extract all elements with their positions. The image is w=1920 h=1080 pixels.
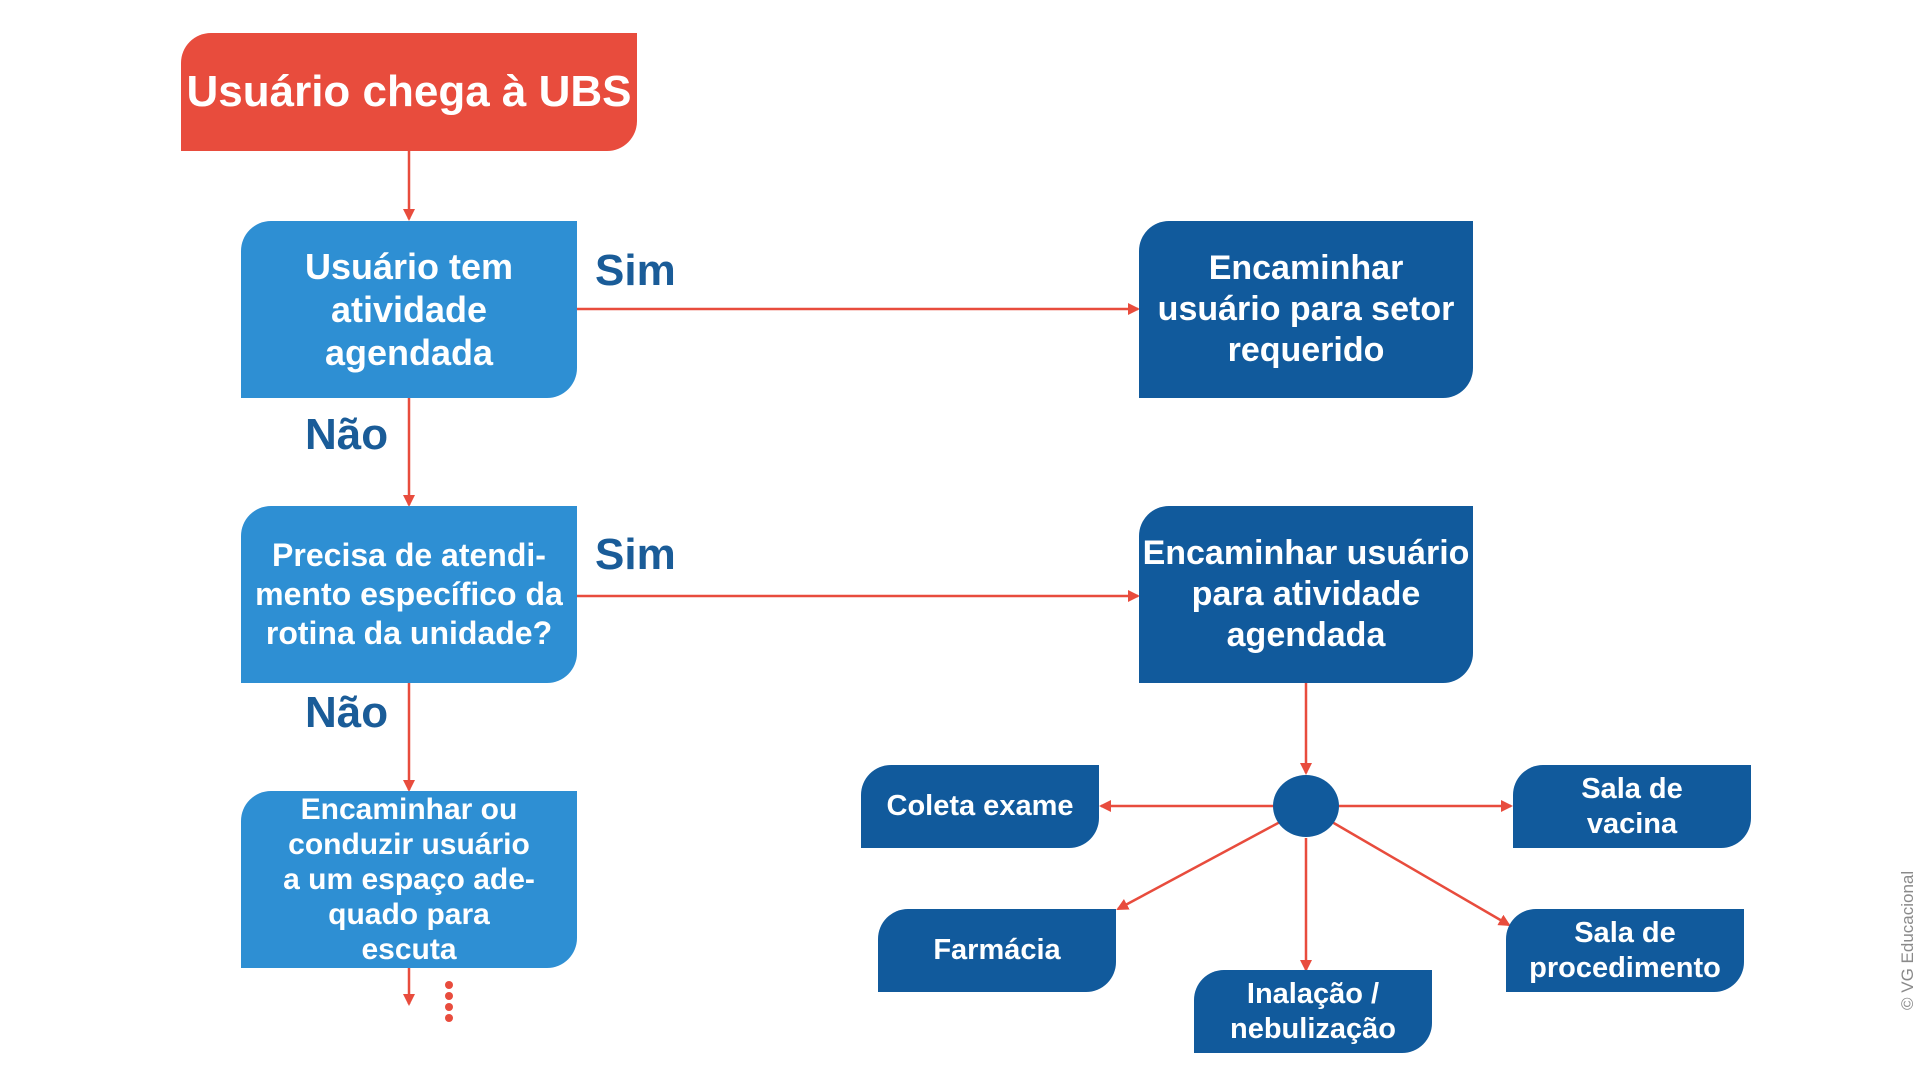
dest-coleta-exame: Coleta exame: [861, 765, 1099, 848]
action-scheduled-activity: Encaminhar usuário para atividade agenda…: [1139, 506, 1473, 683]
action-scheduled-activity-label: Encaminhar usuário para atividade agenda…: [1142, 534, 1470, 654]
dest-inalacao-nebulizacao: Inalação / nebulização: [1194, 970, 1432, 1053]
distribution-hub: [1273, 775, 1339, 837]
decision-scheduled-activity: Usuário tem atividade agendada: [241, 221, 577, 398]
label-decision2-yes: Sim: [595, 530, 676, 579]
action-required-sector: Encaminhar usuário para setor requerido: [1139, 221, 1473, 398]
action-listening-space-label: Encaminhar ou conduzir usuário a um espa…: [283, 792, 535, 967]
ellipsis-dots: [445, 981, 453, 1022]
decision-specific-service: Precisa de atendi- mento específico da r…: [241, 506, 577, 683]
label-decision1-no: Não: [305, 410, 389, 459]
dest-sala-de-vacina: Sala de vacina: [1513, 765, 1751, 848]
action-required-sector-label: Encaminhar usuário para setor requerido: [1157, 249, 1455, 369]
action-listening-space: Encaminhar ou conduzir usuário a um espa…: [241, 791, 577, 968]
dest-sala-de-procedimento: Sala de procedimento: [1506, 909, 1744, 992]
arrow-hub-to-farmacia: [1116, 820, 1281, 911]
start-node-label: Usuário chega à UBS: [186, 66, 632, 116]
dest-farmacia: Farmácia: [878, 909, 1116, 992]
dest-sala-de-vacina-label: Sala de vacina: [1581, 772, 1683, 840]
decision-scheduled-activity-label: Usuário tem atividade agendada: [304, 245, 514, 374]
image-credit: © VG Educacional: [1898, 870, 1917, 1010]
label-decision2-no: Não: [305, 688, 389, 737]
decision-specific-service-label: Precisa de atendi- mento específico da r…: [255, 536, 563, 652]
dest-coleta-exame-label: Coleta exame: [886, 790, 1074, 823]
dest-inalacao-nebulizacao-label: Inalação / nebulização: [1230, 977, 1396, 1045]
dest-farmacia-label: Farmácia: [933, 934, 1061, 967]
start-node: Usuário chega à UBS: [181, 33, 637, 151]
label-decision1-yes: Sim: [595, 246, 676, 295]
dest-sala-de-procedimento-label: Sala de procedimento: [1529, 916, 1721, 984]
arrow-hub-to-procedimento: [1331, 820, 1511, 927]
